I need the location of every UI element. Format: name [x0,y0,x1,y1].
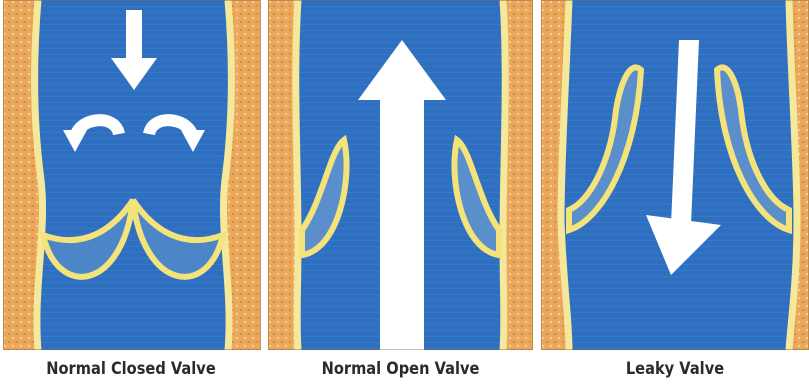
panel-leaky-valve [541,0,809,350]
caption-leaky-valve: Leaky Valve [560,354,790,384]
open-valve-illustration [268,0,533,350]
panel-normal-closed-valve [3,0,261,350]
closed-valve-illustration [3,0,261,350]
vein-wall-left [296,0,298,350]
vein-wall-right [503,0,505,350]
caption-normal-open-valve: Normal Open Valve [287,354,515,384]
caption-normal-closed-valve: Normal Closed Valve [18,354,243,384]
panel-normal-open-valve [268,0,533,350]
leaky-valve-illustration [541,0,809,350]
